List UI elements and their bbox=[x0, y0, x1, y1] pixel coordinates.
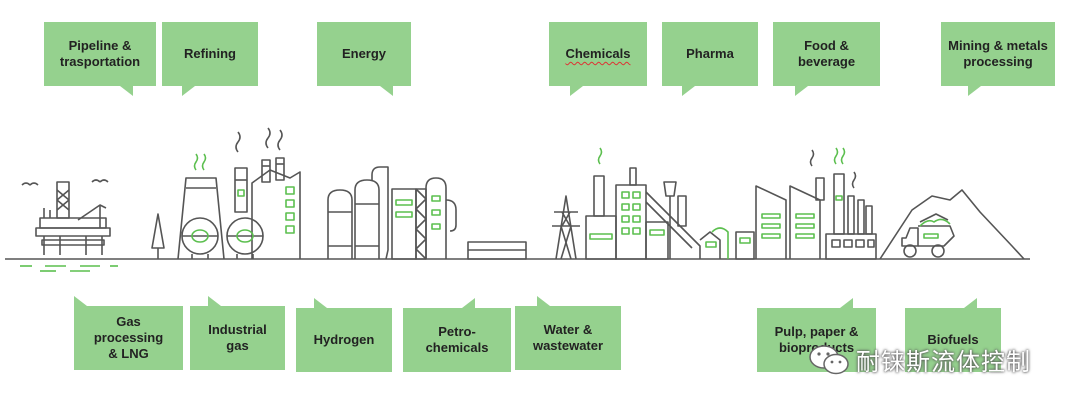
wechat-icon bbox=[809, 344, 849, 374]
offshore-platform-icon bbox=[21, 179, 111, 255]
tag-label: trasportation bbox=[59, 54, 141, 69]
tag-pointer bbox=[74, 296, 87, 306]
tag-label: Gas processing bbox=[93, 314, 164, 345]
watermark-text: 耐铼斯流体控制 bbox=[856, 348, 1031, 376]
tag-label: Biofuels bbox=[927, 332, 979, 347]
tag-pointer bbox=[795, 86, 808, 96]
tag-pointer bbox=[968, 86, 981, 96]
tag-food: Food &beverage bbox=[773, 22, 880, 86]
tag-label: Pulp, paper & bbox=[774, 324, 859, 339]
tag-pharma: Pharma bbox=[662, 22, 758, 86]
tag-label: & LNG bbox=[108, 346, 149, 361]
tag-water: Water &wastewater bbox=[515, 306, 621, 370]
mountain-icon bbox=[879, 189, 1025, 260]
tag-label: Pharma bbox=[686, 46, 734, 61]
tag-energy: Energy bbox=[317, 22, 411, 86]
tag-label: Chemicals bbox=[565, 46, 631, 61]
tag-pointer bbox=[840, 298, 853, 308]
tag-label: beverage bbox=[797, 54, 856, 69]
tag-label: Pipeline & bbox=[68, 38, 132, 53]
tag-label: Petro- bbox=[438, 324, 476, 339]
tag-label: Water & bbox=[543, 322, 593, 337]
tag-label: chemicals bbox=[425, 340, 489, 355]
mining-truck-icon bbox=[901, 218, 955, 258]
power-plant-icon bbox=[327, 166, 527, 260]
tag-label: Industrial bbox=[208, 322, 267, 337]
tag-label: wastewater bbox=[532, 338, 604, 353]
tag-label: processing bbox=[963, 54, 1033, 69]
tag-chemicals: Chemicals bbox=[549, 22, 647, 86]
tag-label: Energy bbox=[341, 46, 387, 61]
tag-label: Refining bbox=[184, 46, 236, 61]
tag-pipeline: Pipeline &trasportation bbox=[44, 22, 156, 86]
tag-petro: Petro-chemicals bbox=[403, 308, 511, 372]
tag-pointer bbox=[120, 86, 133, 96]
tag-label: Hydrogen bbox=[313, 332, 375, 347]
tree-icon bbox=[151, 213, 165, 259]
tag-pointer bbox=[462, 298, 475, 308]
tag-refining: Refining bbox=[162, 22, 258, 86]
tag-label: Food & bbox=[804, 38, 849, 53]
watermark: 耐铼斯流体控制 bbox=[808, 342, 1031, 377]
tag-hydrogen: Hydrogen bbox=[296, 308, 392, 372]
chemical-plant-icon bbox=[585, 147, 721, 260]
tag-pointer bbox=[182, 86, 195, 96]
tag-pointer bbox=[380, 86, 393, 96]
tag-biofuels: Biofuels bbox=[905, 308, 1001, 372]
tag-pointer bbox=[208, 296, 221, 306]
tag-pointer bbox=[537, 296, 550, 306]
tag-pointer bbox=[964, 298, 977, 308]
pulp-paper-factory-icon bbox=[735, 149, 877, 260]
tag-label: Mining & metals bbox=[948, 38, 1048, 53]
power-pylon-icon bbox=[552, 195, 580, 260]
tag-pointer bbox=[570, 86, 583, 96]
refinery-icon bbox=[177, 127, 301, 260]
tag-pointer bbox=[682, 86, 695, 96]
tag-gas: Gas processing& LNG bbox=[74, 306, 183, 370]
tag-pointer bbox=[314, 298, 327, 308]
tag-label: gas bbox=[226, 338, 249, 353]
